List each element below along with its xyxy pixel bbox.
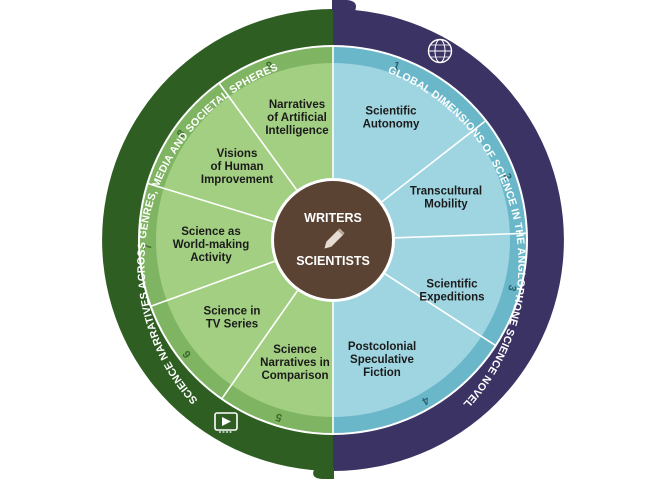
right-inner-fill [333,63,510,417]
segment-divider [221,290,299,399]
segment-divider [218,83,298,191]
segment-number: 7 [142,243,154,250]
hub-writers-label: WRITERS [304,211,362,225]
segment-number: 8 [175,128,188,140]
segment-number: 3 [505,283,518,292]
globe-icon [427,38,453,64]
segment-number: 9 [265,60,275,73]
film-icon [214,412,238,433]
left-inner-fill [156,63,333,417]
top-puzzle-tab [332,0,356,11]
segment-number: 1 [391,60,401,73]
pencil-icon [324,228,345,249]
segment-divider [148,182,274,223]
hub-scientists-label: SCIENTISTS [296,254,370,268]
segment-number: 5 [274,410,283,423]
segment-divider [151,260,275,307]
segment-divider [384,273,496,346]
segment-number: 2 [500,172,513,182]
bottom-puzzle-tab [313,468,334,479]
segment-divider [394,232,526,239]
segment-divider [381,120,486,203]
